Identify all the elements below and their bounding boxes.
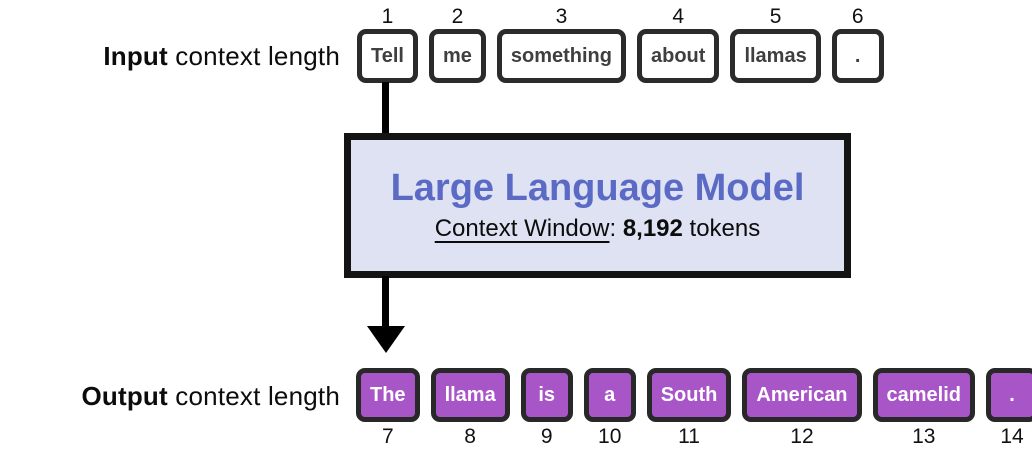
- token-box: The: [356, 368, 420, 422]
- token-box: .: [831, 29, 884, 83]
- token-box: American: [742, 368, 862, 422]
- token-number: 14: [1000, 425, 1024, 448]
- token-box: Tell: [357, 29, 418, 83]
- output-token: American 12: [742, 368, 862, 449]
- input-context-length-label: Input context length: [103, 41, 340, 72]
- output-token: The 7: [356, 368, 420, 449]
- token-number: 6: [851, 5, 864, 28]
- input-token: 5 llamas: [730, 4, 821, 83]
- output-token: a 10: [583, 368, 636, 449]
- token-box: me: [428, 29, 486, 83]
- token-box: .: [986, 368, 1032, 422]
- token-number: 13: [912, 425, 936, 448]
- llm-model-box: Large Language Model Context Window: 8,1…: [344, 133, 851, 278]
- input-label-rest: context length: [167, 41, 340, 71]
- token-number: 12: [790, 425, 814, 448]
- output-label-rest: context length: [167, 381, 340, 411]
- context-window-colon: :: [609, 214, 623, 242]
- input-to-model-arrow: [382, 82, 389, 135]
- input-token-row: 1 Tell 2 me 3 something 4 about 5 llamas…: [357, 4, 884, 83]
- token-number: 5: [769, 5, 782, 28]
- token-box: is: [520, 368, 573, 422]
- token-number: 8: [464, 425, 476, 448]
- output-token-row: The 7 llama 8 is 9 a 10 South 11 America…: [356, 368, 1032, 449]
- token-box: a: [583, 368, 636, 422]
- token-box: camelid: [872, 368, 976, 422]
- output-token: South 11: [646, 368, 732, 449]
- output-label-bold: Output: [81, 381, 168, 411]
- input-token: 3 something: [496, 4, 626, 83]
- token-number: 10: [598, 425, 622, 448]
- context-window-unit: tokens: [682, 214, 761, 242]
- output-context-length-label: Output context length: [81, 381, 340, 412]
- token-box: llamas: [730, 29, 821, 83]
- token-number: 2: [451, 5, 464, 28]
- token-number: 7: [381, 425, 394, 448]
- input-label-bold: Input: [103, 41, 168, 71]
- model-to-output-arrow: [382, 276, 389, 328]
- context-window-label: Context Window: [434, 214, 610, 242]
- output-token: . 14: [986, 368, 1032, 449]
- input-token: 6 .: [831, 4, 884, 83]
- token-number: 1: [381, 5, 394, 28]
- input-token: 1 Tell: [357, 4, 418, 83]
- token-number: 3: [555, 5, 568, 28]
- llm-title: Large Language Model: [390, 167, 805, 210]
- output-token: is 9: [520, 368, 573, 449]
- token-box: about: [637, 29, 720, 83]
- output-token: camelid 13: [872, 368, 976, 449]
- input-token: 4 about: [637, 4, 720, 83]
- token-number: 11: [678, 425, 700, 448]
- output-token: llama 8: [430, 368, 510, 449]
- token-box: South: [646, 368, 732, 422]
- token-number: 4: [672, 5, 685, 28]
- input-token: 2 me: [428, 4, 486, 83]
- llm-context-window-subtitle: Context Window: 8,192 tokens: [435, 215, 761, 243]
- token-box: something: [496, 29, 626, 83]
- context-window-value: 8,192: [622, 214, 683, 242]
- token-box: llama: [430, 368, 510, 422]
- token-number: 9: [540, 425, 553, 448]
- arrow-head-icon: [367, 326, 405, 353]
